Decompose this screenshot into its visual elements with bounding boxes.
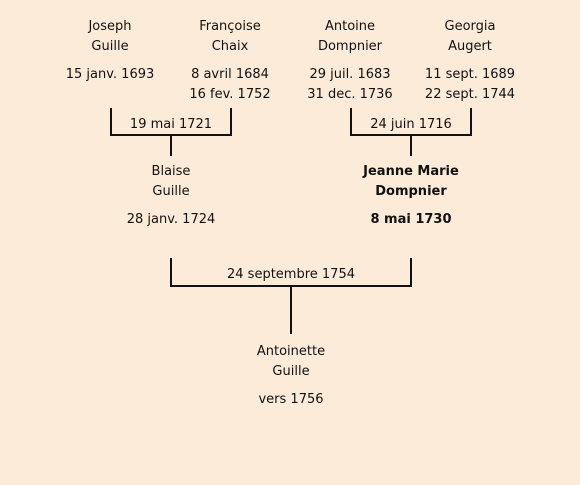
birth-date: 15 janv. 1693 <box>65 67 155 82</box>
first-name: Blaise <box>151 164 191 179</box>
connector-line <box>170 258 172 287</box>
birth-date: 29 juil. 1683 <box>309 67 391 82</box>
first-name: Antoinette <box>256 344 326 359</box>
connector-line <box>170 134 172 156</box>
birth-date: 28 janv. 1724 <box>126 212 216 227</box>
last-name: Dompnier <box>317 39 383 54</box>
first-name: Jeanne Marie <box>363 164 459 179</box>
death-date: 31 dec. 1736 <box>307 87 393 102</box>
last-name: Dompnier <box>375 184 447 199</box>
birth-date: 11 sept. 1689 <box>424 67 516 82</box>
connector-line <box>290 285 292 334</box>
connector-line <box>110 108 112 136</box>
person-georgia-augert: Georgia Augert 11 sept. 1689 22 sept. 17… <box>400 17 540 105</box>
connector-line <box>230 108 232 136</box>
person-antoine-dompnier: Antoine Dompnier 29 juil. 1683 31 dec. 1… <box>280 17 420 105</box>
person-blaise-guille: Blaise Guille 28 janv. 1724 <box>101 162 241 230</box>
marriage-date-maternal: 24 juin 1716 <box>370 117 452 132</box>
marriage-date-parents: 24 septembre 1754 <box>227 267 355 282</box>
person-jeanne-marie-dompnier: Jeanne Marie Dompnier 8 mai 1730 <box>341 162 481 230</box>
last-name: Guille <box>152 184 190 199</box>
connector-line <box>410 134 412 156</box>
last-name: Chaix <box>211 39 249 54</box>
connector-line <box>470 108 472 136</box>
person-francoise-chaix: Françoise Chaix 8 avril 1684 16 fev. 175… <box>160 17 300 105</box>
last-name: Augert <box>448 39 492 54</box>
last-name: Guille <box>91 39 129 54</box>
first-name: Joseph <box>88 19 132 34</box>
last-name: Guille <box>272 364 310 379</box>
person-joseph-guille: Joseph Guille 15 janv. 1693 <box>40 17 180 85</box>
first-name: Françoise <box>199 19 261 34</box>
person-antoinette-guille: Antoinette Guille vers 1756 <box>221 342 361 410</box>
first-name: Antoine <box>324 19 376 34</box>
marriage-date-paternal: 19 mai 1721 <box>129 117 213 132</box>
connector-line <box>350 108 352 136</box>
birth-date: vers 1756 <box>258 392 324 407</box>
death-date: 22 sept. 1744 <box>424 87 516 102</box>
birth-date: 8 mai 1730 <box>370 212 452 227</box>
death-date: 16 fev. 1752 <box>189 87 271 102</box>
birth-date: 8 avril 1684 <box>191 67 269 82</box>
connector-line <box>410 258 412 287</box>
first-name: Georgia <box>444 19 496 34</box>
